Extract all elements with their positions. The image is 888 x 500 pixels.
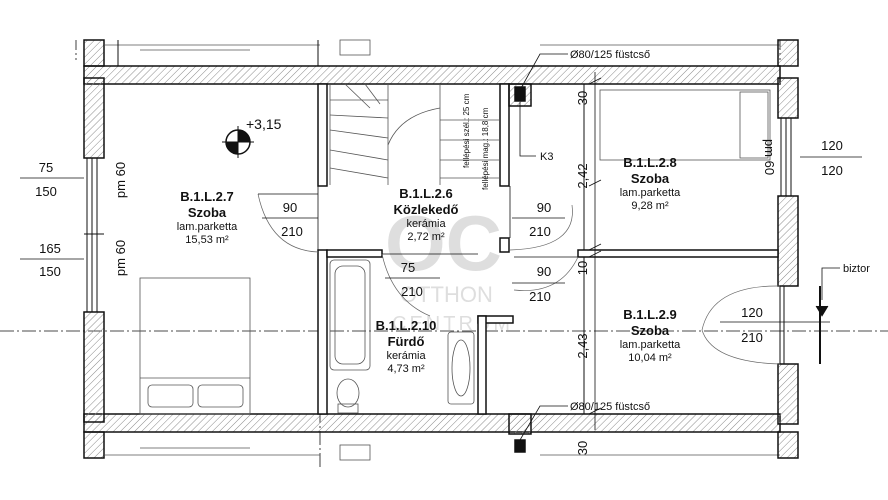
wall-left-upper [83,77,105,159]
room-code: B.1.L.2.6 [399,186,452,201]
wall-room27-stair [317,83,328,187]
dimension-value: 30 [575,91,590,105]
wall-right-mid [777,195,799,287]
flue-label-top: Ø80/125 füstcső [570,49,650,61]
door-mark-w: 75 [401,260,415,275]
door-mark-h: 210 [401,284,423,299]
flue-label-bottom: Ø80/125 füstcső [570,401,650,413]
room-b1l29: B.1.L.2.9 Szoba lam.parketta 10,04 m² [620,307,681,364]
door-mark-h: 210 [741,330,763,345]
window-mark-pm: pm 60 [113,162,128,198]
room-code: B.1.L.2.10 [376,318,437,333]
dimension-lines [20,72,862,430]
wall-left-lower [83,311,105,423]
watermark-line1: OTTHON [400,282,493,307]
leader-lines [519,53,840,441]
walls-exterior [83,39,799,459]
room-name: Szoba [631,171,670,186]
toilet [336,378,360,408]
walls-interior [317,83,779,453]
door-mark-w: 90 [537,200,551,215]
wall-room28-room29 [577,249,779,258]
wall-bath-top [326,249,383,258]
door-mark-w: 90 [283,200,297,215]
wall-bottom [83,413,781,433]
room-name: Szoba [631,323,670,338]
window-mark-h: 150 [35,184,57,199]
k3-label: K3 [540,151,553,163]
room-area: 9,28 m² [631,200,669,212]
room-area: 4,73 m² [387,363,425,375]
level-mark: +3,15 [222,116,282,158]
room-area: 2,72 m² [407,231,445,243]
watermark: OC OTTHON CENTRUM [385,199,510,335]
neighbour-units [105,39,780,461]
window-mark-w: 165 [39,241,61,256]
dimension-value: 10 [575,261,590,275]
washbasin [447,331,475,405]
stair-note-width: fellépési szél.: 25 cm [462,93,471,168]
desk [599,89,771,161]
door-mark-h: 210 [281,224,303,239]
room-floor: lam.parketta [620,339,681,351]
room-b1l27: B.1.L.2.7 Szoba lam.parketta 15,53 m² [177,189,238,246]
wall-stub [499,237,510,253]
room-floor: kerámia [406,218,446,230]
door-mark-h: 210 [529,224,551,239]
door-marks: 90 210 90 210 75 210 90 210 120 210 [281,200,763,345]
dimension-texts: 30 2,42 10 2,43 30 [575,91,590,455]
bathtub [329,259,371,371]
room-area: 10,04 m² [628,352,672,364]
window-mark-pm: pm 60 [113,240,128,276]
door-mark-w: 90 [537,264,551,279]
annotations: Ø80/125 füstcső Ø80/125 füstcső K3 bizto… [462,49,870,413]
wall-bath-right [477,315,487,415]
door-mark-w: 120 [741,305,763,320]
room-name: Közlekedő [393,202,458,217]
wall-room27-bath [317,249,328,415]
room-code: B.1.L.2.8 [623,155,676,170]
window-mark-w: 120 [821,138,843,153]
dimension-value: 2,43 [575,333,590,358]
room-code: B.1.L.2.7 [180,189,233,204]
room-floor: kerámia [386,350,426,362]
room-code: B.1.L.2.9 [623,307,676,322]
dimension-value: 2,42 [575,163,590,188]
wall-top [83,65,781,85]
furniture [139,89,771,415]
window-mark-pm: pm 60 [762,139,777,175]
wall-right-bottom [777,363,799,425]
room-floor: lam.parketta [620,187,681,199]
room-name: Szoba [188,205,227,220]
window-marks: 75 150 pm 60 165 150 pm 60 120 120 pm 60 [35,138,843,279]
window-mark-h: 120 [821,163,843,178]
watermark-logo: OC [385,199,502,287]
bed [139,277,251,415]
windows [84,40,792,364]
staircase [329,83,500,185]
room-floor: lam.parketta [177,221,238,233]
room-labels: B.1.L.2.7 Szoba lam.parketta 15,53 m² B.… [177,155,681,375]
room-b1l26: B.1.L.2.6 Közlekedő kerámia 2,72 m² [393,186,458,243]
window-mark-w: 75 [39,160,53,175]
window-mark-h: 150 [39,264,61,279]
dimension-value: 30 [575,441,590,455]
room-b1l210: B.1.L.2.10 Fürdő kerámia 4,73 m² [376,318,437,375]
bathroom-fixtures [329,259,475,414]
door-mark-h: 210 [529,289,551,304]
wall-stair-room28 [499,83,510,187]
room-name: Fürdő [388,334,425,349]
doors [257,186,781,365]
stair-note-height: fellépési mag.: 18,8 cm [481,107,490,190]
biztor-label: biztor [843,263,870,275]
level-mark-label: +3,15 [246,116,282,132]
chimney-bottom [508,413,532,435]
wall-right-top [777,77,799,119]
room-area: 15,53 m² [185,234,229,246]
room-b1l28: B.1.L.2.8 Szoba lam.parketta 9,28 m² [620,155,681,212]
